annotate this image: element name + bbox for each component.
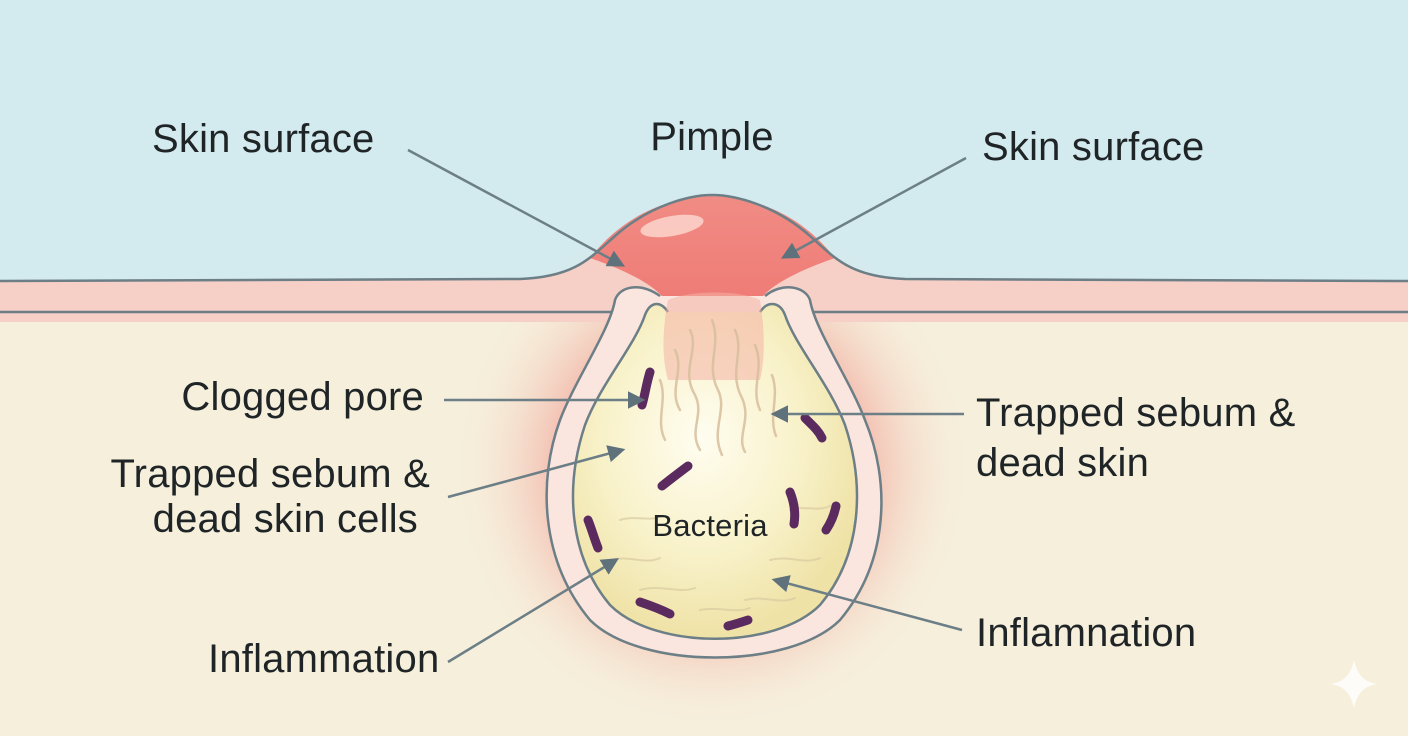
skin-surface-line [0, 193, 1408, 283]
sebum-strands [658, 318, 778, 457]
label-trapped-right-line1: Trapped sebum & [976, 391, 1296, 435]
sparkle-icon [1330, 660, 1378, 708]
bacteria-cluster [583, 367, 841, 631]
pimple-highlight [640, 214, 704, 238]
label-pimple: Pimple [650, 115, 774, 159]
arrow-inflammation-right [771, 575, 963, 632]
label-trapped-left-line2: dead skin cells [152, 497, 418, 541]
label-clogged-pore: Clogged pore [181, 375, 424, 419]
dead-skin-flakes [609, 505, 831, 612]
label-skin-surface-right: Skin surface [982, 125, 1205, 169]
label-skin-surface-left: Skin surface [152, 117, 375, 161]
arrow-inflammation-left [447, 558, 619, 664]
leader-lines [407, 148, 967, 664]
arrow-trapped-left [447, 445, 626, 499]
label-inflammation-right: Inflamnation [976, 611, 1197, 655]
arrow-skin-surface-right [780, 156, 967, 259]
label-trapped-left-line1: Trapped sebum & [110, 452, 430, 496]
label-trapped-right-line2: dead skin [976, 441, 1150, 485]
label-inflammation-left: Inflammation [208, 637, 440, 681]
label-bacteria: Bacteria [652, 508, 768, 543]
arrow-skin-surface-left [407, 148, 626, 267]
